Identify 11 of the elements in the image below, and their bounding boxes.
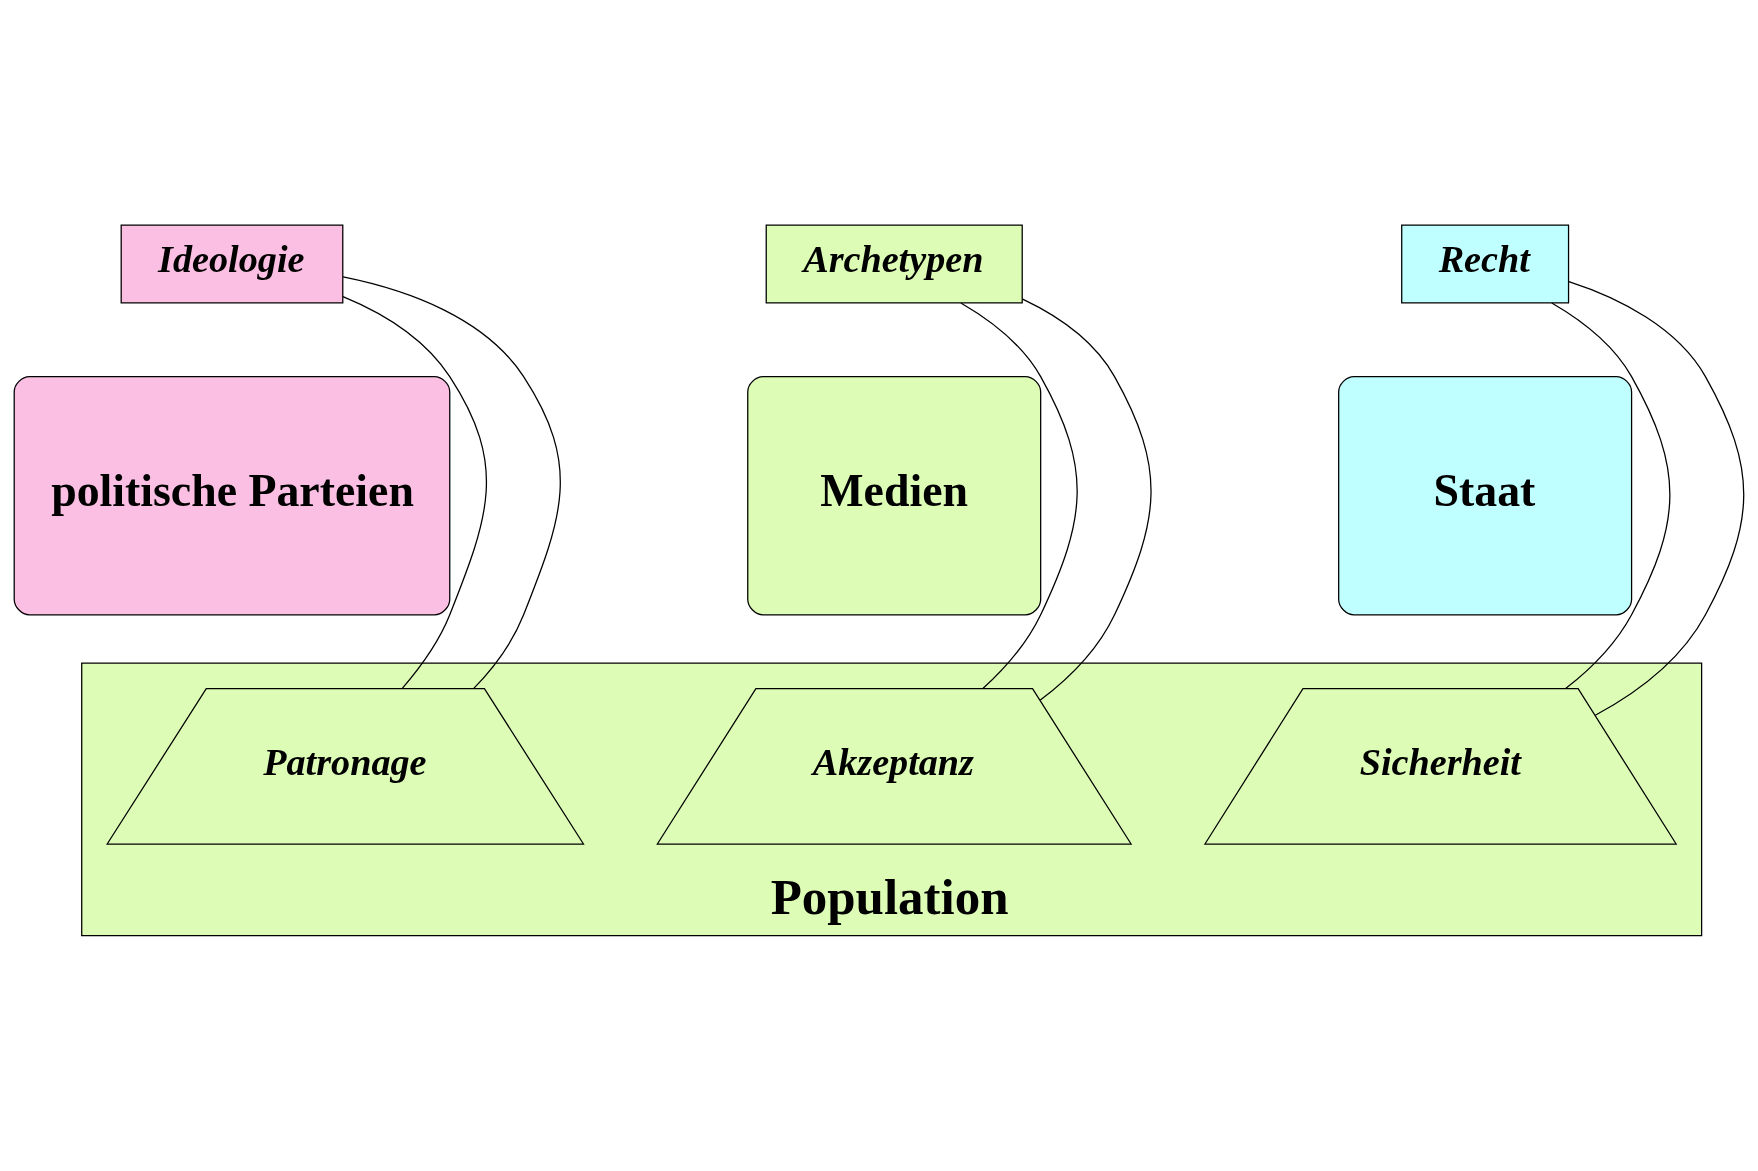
node-box: Archetypen	[765, 224, 1023, 304]
connector	[1022, 298, 1152, 701]
connector	[1568, 281, 1745, 716]
connector	[1551, 302, 1671, 690]
node-box: Ideologie	[120, 224, 344, 304]
node-box: Staat	[1338, 376, 1633, 616]
node-box: Recht	[1401, 224, 1570, 304]
node-box: Medien	[747, 376, 1042, 616]
connector	[342, 276, 561, 690]
connector	[342, 295, 487, 690]
node-box: politische Parteien	[13, 376, 451, 616]
